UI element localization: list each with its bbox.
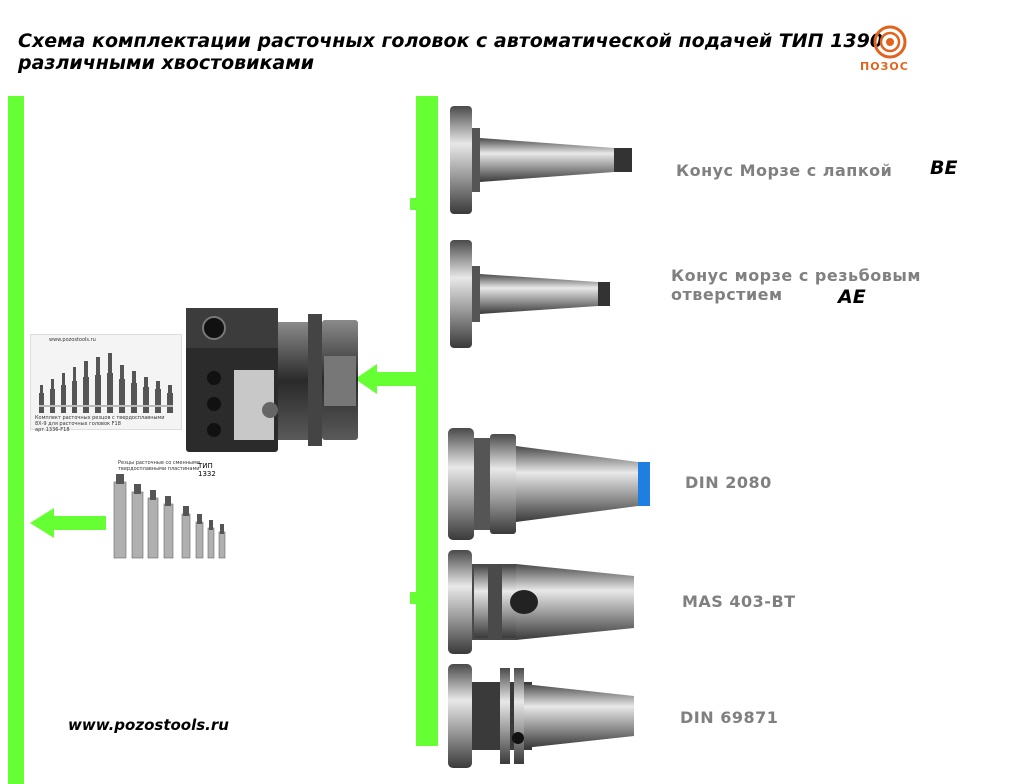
shank-label-be: Конус Морзе с лапкой (676, 161, 893, 180)
page-title-line1: Схема комплектации расточных головок с а… (18, 30, 884, 52)
din-2080-shank-icon (448, 428, 650, 540)
bar-tick (410, 592, 420, 604)
page-title: Схема комплектации расточных головок с а… (18, 30, 883, 74)
footer-website[interactable]: www.pozostools.ru (68, 716, 229, 734)
bar-tick (410, 198, 420, 210)
boring-head-icon (186, 308, 358, 452)
shank-label-din2080: DIN 2080 (685, 473, 772, 492)
arrow-left-icon (355, 364, 419, 394)
tools-set-caption-line2: твердосплавными пластинами (118, 466, 200, 472)
morse-taper-threaded-shank-icon (450, 240, 610, 348)
din-69871-shank-icon (448, 664, 634, 768)
shank-label-din69871: DIN 69871 (680, 708, 779, 727)
kit-site-text: www.pozostools.ru (49, 337, 96, 343)
tools-set-caption: Резцы расточные со сменными твердосплавн… (118, 460, 208, 472)
boring-kit-photo: www.pozostools.ru Комплект расточных рез… (30, 334, 182, 433)
logo-text: ПОЗОС (860, 60, 909, 73)
morse-taper-tang-shank-icon (450, 106, 632, 214)
page-title-line2: различными хвостовиками (18, 52, 315, 74)
pozos-logo-icon (873, 25, 907, 59)
shank-code-ae: AE (838, 286, 866, 308)
kit-caption-line1: Комплект расточных резцов с твердосплавн… (35, 415, 165, 427)
tools-set-type-label: ТИП 1332 (198, 462, 216, 478)
boring-tools-icon (113, 474, 226, 559)
tools-set-photo: Резцы расточные со сменными твердосплавн… (106, 458, 232, 560)
mas-403-bt-shank-icon (448, 550, 634, 654)
shank-label-ae-line1: Конус морзе с резьбовым (671, 266, 921, 285)
kit-caption-line2: арт.1336-F18 (35, 427, 70, 433)
shank-code-be: BE (930, 157, 958, 179)
shank-label-ae-line2: отверстием (671, 285, 783, 304)
kit-caption: Комплект расточных резцов с твердосплавн… (35, 415, 177, 433)
tools-set-caption-line1: Резцы расточные со сменными (118, 460, 200, 466)
left-green-bar (8, 96, 24, 784)
right-green-bar (416, 96, 438, 746)
boring-bars-icon (39, 353, 173, 413)
shank-label-mas403: MAS 403-BT (682, 592, 796, 611)
arrow-left-icon (30, 508, 106, 538)
shank-label-ae: Конус морзе с резьбовым отверстием (671, 266, 921, 304)
